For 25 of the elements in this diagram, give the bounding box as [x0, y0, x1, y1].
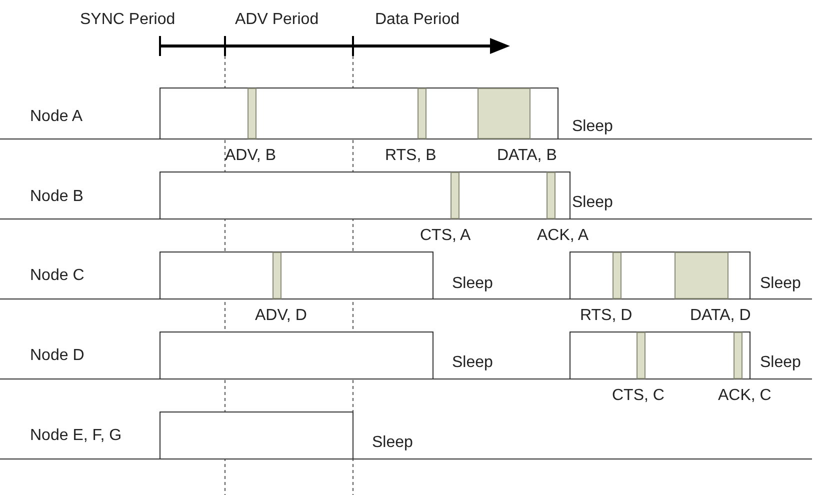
sleep-label: Sleep	[452, 274, 493, 294]
packet-label: DATA, B	[497, 146, 557, 166]
sleep-label: Sleep	[452, 353, 493, 373]
period-label: SYNC Period	[80, 10, 176, 30]
sleep-label: Sleep	[372, 433, 413, 453]
packet-label: RTS, D	[580, 306, 632, 326]
period-label: Data Period	[375, 10, 460, 30]
row-label: Node C	[30, 266, 84, 286]
packet-label: CTS, A	[420, 226, 471, 246]
packet-label: ACK, C	[718, 386, 772, 406]
sleep-label: Sleep	[572, 117, 613, 137]
row-label: Node E, F, G	[30, 426, 122, 446]
sleep-label: Sleep	[760, 353, 801, 373]
period-label: ADV Period	[235, 10, 319, 30]
packet-label: ADV, B	[225, 146, 276, 166]
packet-label: ACK, A	[537, 226, 589, 246]
row-label: Node B	[30, 187, 84, 207]
row-label: Node D	[30, 346, 84, 366]
sleep-label: Sleep	[760, 274, 801, 294]
packet-label: CTS, C	[612, 386, 664, 406]
packet-label: RTS, B	[385, 146, 436, 166]
sleep-label: Sleep	[572, 193, 613, 213]
packet-label: DATA, D	[690, 306, 751, 326]
packet-label: ADV, D	[255, 306, 307, 326]
row-label: Node A	[30, 107, 82, 127]
